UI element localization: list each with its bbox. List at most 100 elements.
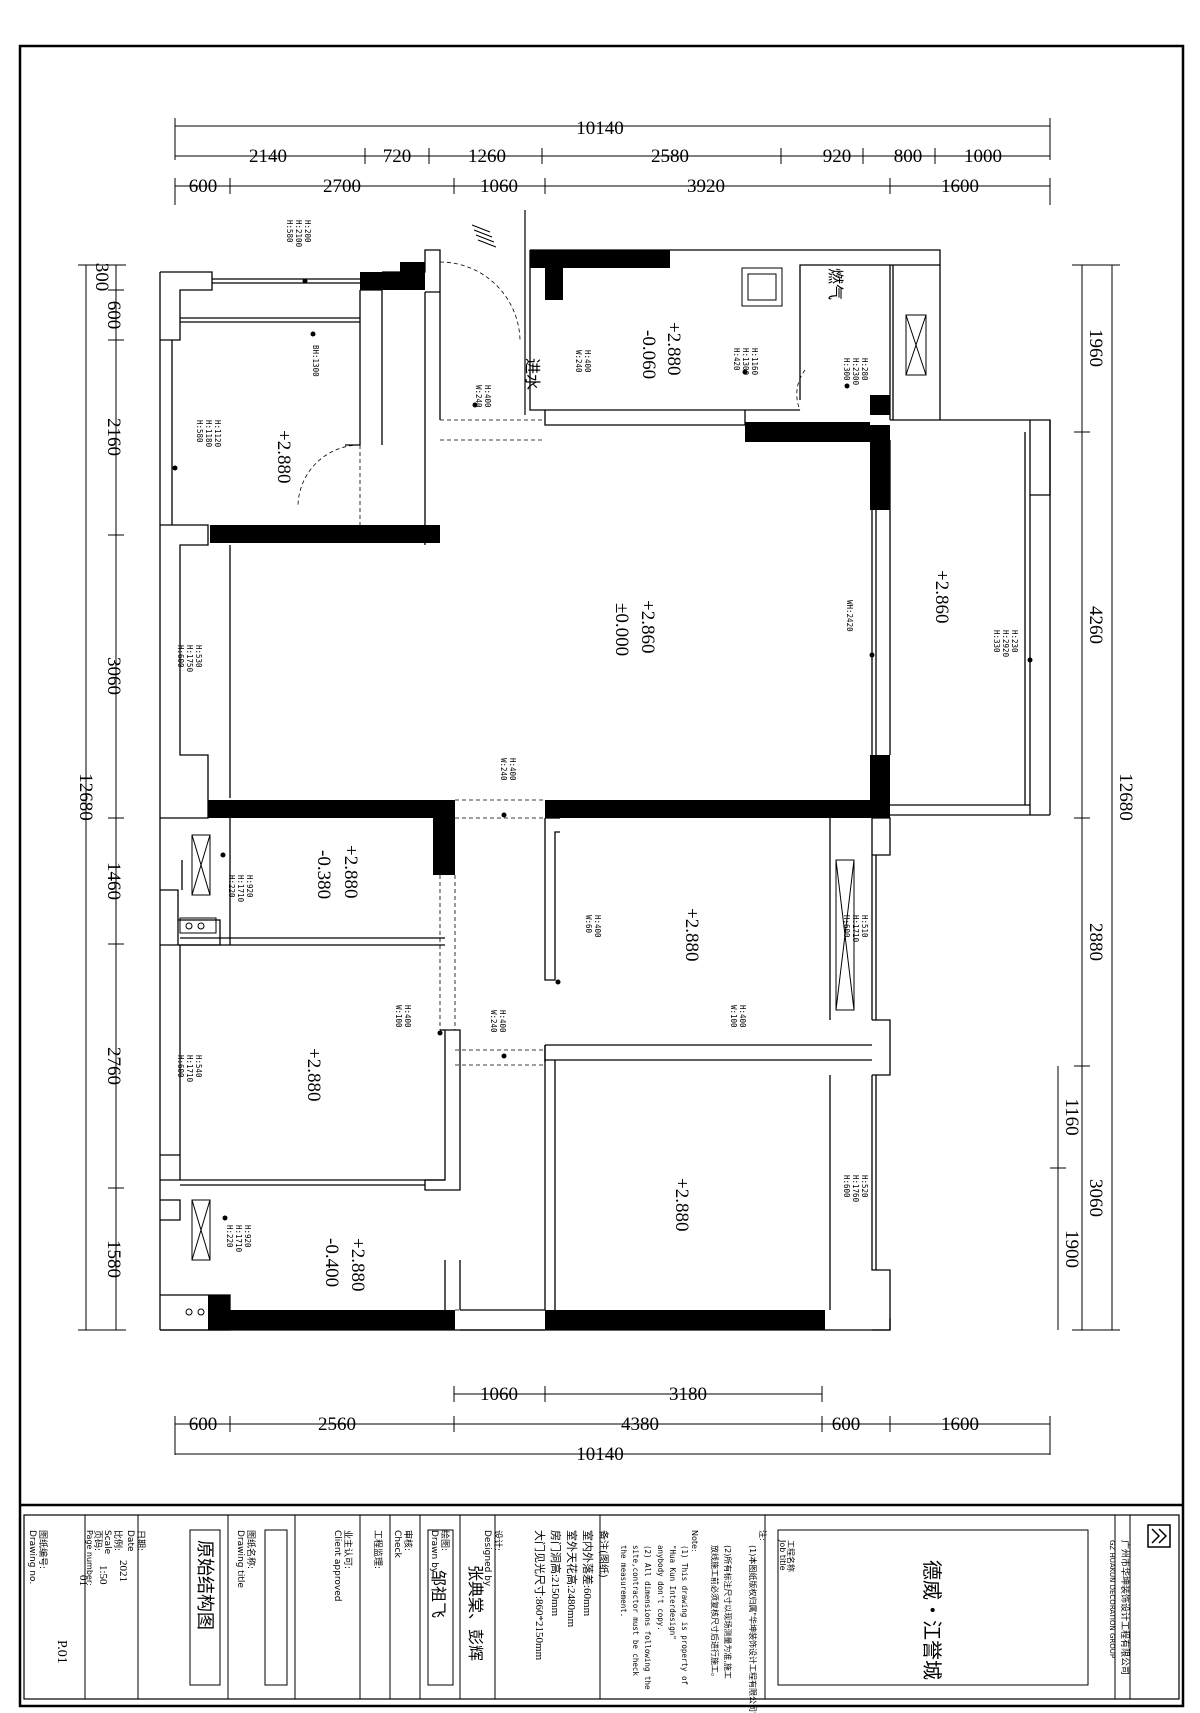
- note-n_left_upper-0: H:1120: [213, 420, 222, 448]
- tb-note-en-title: Note:: [690, 1530, 699, 1552]
- title-block: 图纸编号: Drawing no. P.01 日期: Date 2021 比例:…: [27, 1524, 1171, 1713]
- note-n_bath2-2: H:220: [225, 1225, 234, 1248]
- note-n_kitchen_win-0: H:1160: [750, 348, 759, 376]
- note-n_bed_l_win-0: H:540: [194, 1055, 203, 1078]
- dim-bot2-a: 600: [189, 1414, 218, 1435]
- note-n_bed_r1_low-0: H:400: [738, 1005, 747, 1028]
- note-n_corridor-0: H:400: [498, 1010, 507, 1033]
- tb-title-label-cn: 图纸名称:: [245, 1530, 257, 1569]
- tb-job-title: 德威・江誉城: [920, 1560, 943, 1680]
- note-n_left_upper-2: H:580: [195, 420, 204, 443]
- dim-left-f: 2760: [103, 1047, 124, 1085]
- note-n_bed_r1_door-0: H:400: [593, 915, 602, 938]
- dim-bot2-d: 600: [832, 1414, 861, 1435]
- level-living-sub: ±0.000: [611, 603, 632, 656]
- dim-left-c: 2160: [103, 418, 124, 456]
- dim-top1-c: 1260: [468, 146, 506, 167]
- title-block-grid: [84, 1515, 1131, 1699]
- dim-bot1-b: 3180: [669, 1384, 707, 1405]
- small-notes: H:200H:2100H:580BH:1300H:1120H:1180H:580…: [176, 220, 1019, 1253]
- note-n_bed_l_door-1: W:100: [394, 1005, 403, 1028]
- tb-note-en-5: site,contractor must be check: [631, 1545, 640, 1676]
- tb-drawing-no-label-en: Drawing no.: [27, 1530, 37, 1584]
- level-markers: +2.880 +2.880 -0.060 +2.860 ±0.000 +2.86…: [273, 322, 952, 1291]
- tb-remark-3: 房门洞高:2150mm: [549, 1530, 563, 1617]
- note-n_kitchen_door-1: W:240: [574, 350, 583, 373]
- note-n_bed_l_door-0: H:400: [403, 1005, 412, 1028]
- dim-right-f: 1900: [1061, 1230, 1082, 1268]
- dim-bot-total: 10140: [576, 1444, 624, 1465]
- dim-top2-d: 3920: [687, 176, 725, 197]
- dim-left-total: 12680: [75, 773, 96, 821]
- note-n_left_upper-1: H:1180: [204, 420, 213, 448]
- note-n_left_mid-2: H:600: [176, 645, 185, 668]
- note-n_bed_r1_low-1: W:100: [729, 1005, 738, 1028]
- level-top-left: +2.880: [273, 430, 294, 483]
- dim-top1-f: 800: [894, 146, 923, 167]
- tb-note-en-4: (2) All dimensions following the: [643, 1545, 652, 1690]
- level-bed-right1: +2.880: [681, 908, 702, 961]
- tb-scale-label-cn: 比例:: [112, 1530, 124, 1551]
- dim-top1-e: 920: [823, 146, 852, 167]
- note-n_kitchen_door-0: H:400: [583, 350, 592, 373]
- dim-right-d: 1160: [1061, 1098, 1082, 1135]
- tb-remarks-title: 备注(图纸): [597, 1530, 610, 1578]
- note-n_balcony_door-0: WH:2420: [845, 600, 854, 632]
- solid-walls: [208, 250, 890, 1330]
- note-n_balcony-2: H:330: [992, 630, 1001, 653]
- tb-job-title-en: Job title: [778, 1539, 787, 1571]
- tb-scale: 1:50: [97, 1565, 109, 1585]
- fixtures: [179, 267, 927, 1316]
- dim-right-e: 3060: [1085, 1179, 1106, 1217]
- note-n_bed_r1_win-0: H:510: [860, 915, 869, 938]
- tb-design-en: Designed by: [482, 1530, 492, 1587]
- tb-drawing-title: 原始结构图: [195, 1540, 215, 1630]
- dim-top2-c: 1060: [480, 176, 518, 197]
- note-n_balcony-1: H:2920: [1001, 630, 1010, 658]
- tb-client-cn: 业主认可:: [342, 1530, 354, 1569]
- dim-top2-e: 1600: [941, 176, 979, 197]
- dim-left-b: 600: [103, 301, 124, 330]
- tb-date: 2021: [117, 1560, 129, 1582]
- tb-note-en-1: (1) This drawing is property of: [680, 1545, 689, 1685]
- tb-date-label-en: Date: [125, 1530, 135, 1552]
- dim-top1-a: 2140: [249, 146, 287, 167]
- tb-drawing-no: P.01: [54, 1640, 69, 1664]
- tb-remark-2: 室外天花高:2480mm: [565, 1530, 579, 1628]
- tb-remark-4: 大门见光尺寸:860*2150mm: [533, 1530, 547, 1661]
- dimension-lines: [78, 118, 1120, 1455]
- tb-check-cn: 审核:: [402, 1530, 414, 1551]
- level-kitchen: +2.880: [663, 322, 684, 375]
- dim-top1-d: 2580: [651, 146, 689, 167]
- tb-note-cn-2: (2)所有标注尺寸以现场测量为准,施工: [723, 1545, 733, 1679]
- note-n_bed_r1_win-2: H:600: [842, 915, 851, 938]
- note-n_bath1-1: H:1710: [236, 875, 245, 903]
- dim-bot2-e: 1600: [941, 1414, 979, 1435]
- dim-top2-b: 2700: [323, 176, 361, 197]
- note-n_bed_l_win-2: H:600: [176, 1055, 185, 1078]
- note-n_top_left-2: H:580: [285, 220, 294, 243]
- dim-bot2-b: 2560: [318, 1414, 356, 1435]
- dim-left-g: 1580: [103, 1240, 124, 1278]
- dim-right-c: 2880: [1085, 923, 1106, 961]
- tb-note-cn-1: (1)本图纸版权归属"华坤装饰设计工程有限公司",任何人不得抄袭: [748, 1545, 758, 1713]
- dim-top-total: 10140: [576, 118, 624, 139]
- level-bath2: +2.880: [347, 1238, 368, 1291]
- tb-designed-by: 张典棠、彭辉: [466, 1565, 484, 1661]
- door-openings: [297, 261, 806, 1311]
- tb-note-cn-3: 放线施工前必须复核尺寸后进行施工。: [710, 1545, 720, 1681]
- dim-bot1-a: 1060: [480, 1384, 518, 1405]
- note-n_bed_l_win-1: H:1710: [185, 1055, 194, 1083]
- note-n_corridor-1: W:240: [489, 1010, 498, 1033]
- dim-left-d: 3060: [103, 657, 124, 695]
- dim-right-a: 1960: [1085, 329, 1106, 367]
- note-n_bath2-1: H:1710: [234, 1225, 243, 1253]
- note-n_door_top-1: W:240: [474, 385, 483, 408]
- note-n_bed_r1_win-1: H:1710: [851, 915, 860, 943]
- note-n_living_door-1: W:240: [499, 758, 508, 781]
- note-n_bath1-0: H:920: [245, 875, 254, 898]
- company-logo-icon: [1147, 1524, 1171, 1548]
- tb-job-title-cn: 工程名称: [786, 1540, 796, 1572]
- tb-drawn-by: 邹祖飞: [429, 1570, 447, 1618]
- tb-page-label-en: Page number:: [85, 1530, 94, 1586]
